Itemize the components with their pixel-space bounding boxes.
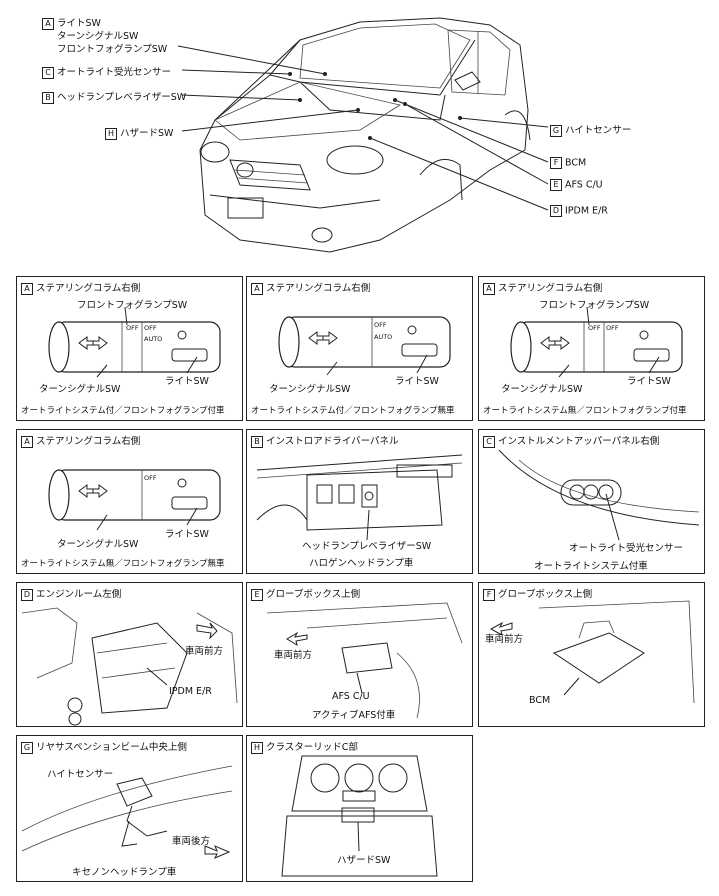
label-turn-signal-sw: ターンシグナルSW: [269, 384, 351, 395]
label-light-sw: ライトSW: [165, 529, 209, 540]
cluster-lid-illustration: [281, 755, 438, 877]
label-turn-signal-sw: ターンシグナルSW: [57, 539, 139, 550]
glovebox-illustration: [266, 602, 463, 719]
overview-label-a-line3: フロントフォグランプSW: [57, 44, 168, 55]
panel-caption: オートライトシステム無／フロントフォグランプ無車: [21, 559, 225, 569]
label-afs-cu: AFS C/U: [332, 691, 370, 702]
panel-caption: オートライトシステム付車: [534, 561, 648, 572]
label-hazard-sw: ハザードSW: [337, 855, 391, 866]
suspension-illustration: [21, 765, 233, 859]
overview-label-a-line2: ターンシグナルSW: [57, 31, 139, 42]
label-vehicle-front: 車両前方: [185, 646, 224, 657]
label-ipdm-er: IPDM E/R: [169, 686, 212, 697]
panel-caption: キセノンヘッドランプ車: [72, 867, 177, 878]
label-turn-signal-sw: ターンシグナルSW: [501, 384, 583, 395]
dash-panel-illustration: [498, 449, 700, 541]
label-vehicle-front: 車両前方: [274, 650, 313, 661]
label-bcm: BCM: [529, 695, 551, 706]
panel-caption: ハロゲンヘッドランプ車: [309, 558, 414, 569]
label-light-sw: ライトSW: [395, 376, 439, 387]
stalk-switch-illustration: [510, 306, 683, 378]
label-fog-sw: フロントフォグランプSW: [77, 300, 188, 311]
dash-panel-illustration: [256, 454, 463, 541]
engine-room-illustration: [21, 607, 238, 726]
label-vehicle-front: 車両前方: [485, 634, 524, 645]
label-fog-sw: フロントフォグランプSW: [539, 300, 650, 311]
label-vehicle-rear: 車両後方: [172, 836, 211, 847]
tag-a: A: [42, 17, 54, 30]
car-illustration: [177, 17, 549, 253]
label-auto-light-sensor: オートライト受光センサー: [569, 543, 684, 554]
stalk-switch-illustration: [48, 306, 221, 378]
panel-caption: オートライトシステム無／フロントフォグランプ付車: [483, 406, 687, 416]
label-light-sw: ライトSW: [165, 376, 209, 387]
stalk-switch-illustration: [278, 316, 451, 376]
glovebox-illustration: [489, 600, 695, 704]
label-height-sensor: ハイトセンサー: [47, 769, 114, 780]
panel-caption: オートライトシステム付／フロントフォグランプ無車: [251, 406, 455, 416]
label-turn-signal-sw: ターンシグナルSW: [39, 384, 121, 395]
label-headlamp-leveler-sw: ヘッドランプレベライザーSW: [302, 541, 432, 552]
label-light-sw: ライトSW: [627, 376, 671, 387]
panel-caption: オートライトシステム付／フロントフォグランプ付車: [21, 406, 225, 416]
stalk-switch-illustration: [48, 469, 221, 531]
panel-caption: アクティブAFS付車: [312, 710, 396, 721]
